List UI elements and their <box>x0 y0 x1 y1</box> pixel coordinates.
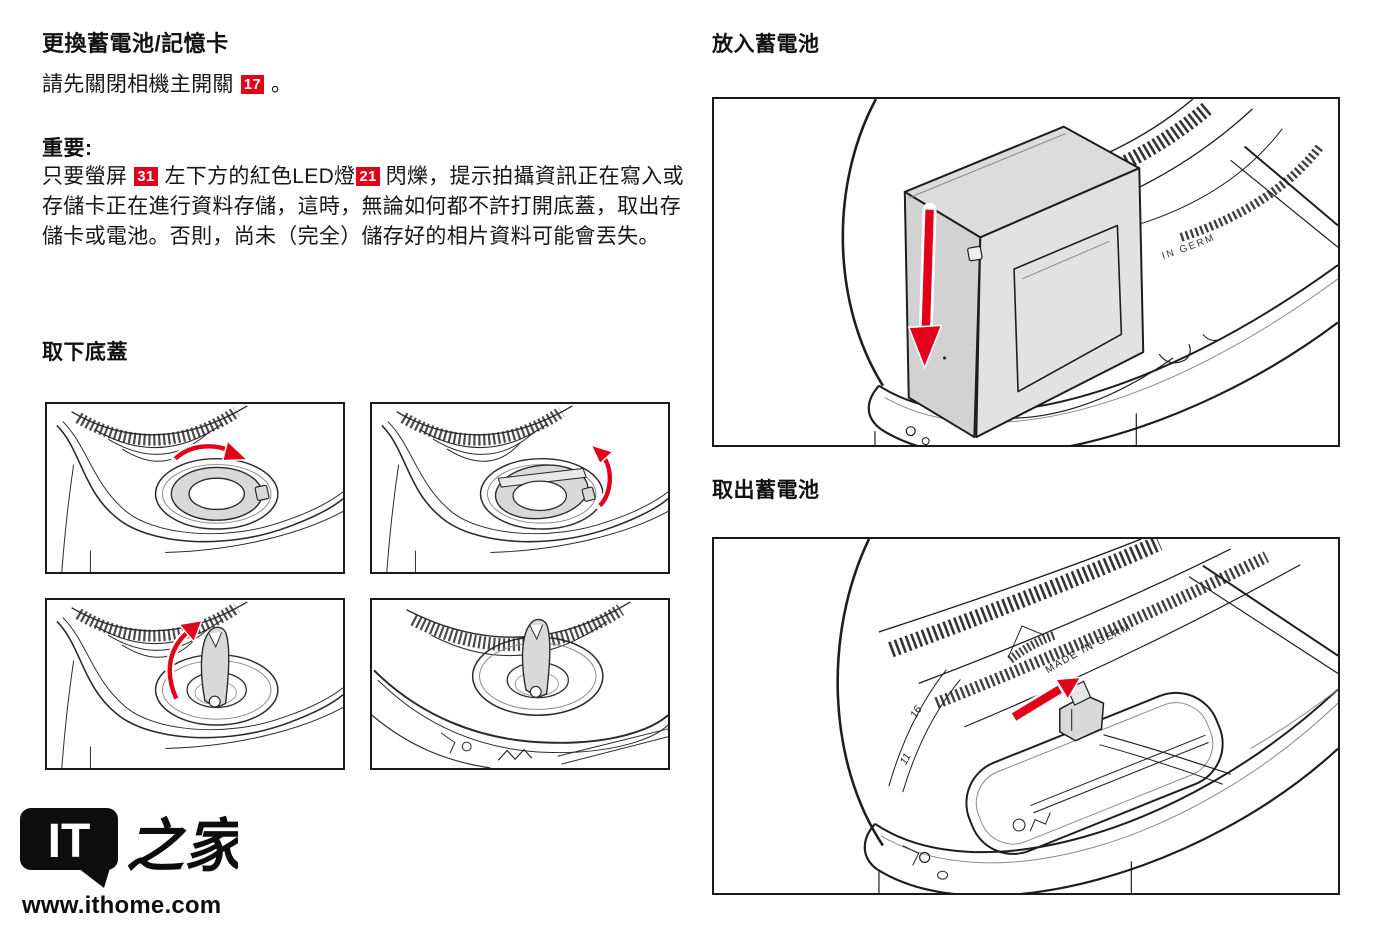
logo-it-text: IT <box>48 815 91 868</box>
remove-battery-illustration: MADE IN GERM 16 11 <box>712 537 1340 895</box>
it-bubble-icon: IT <box>20 808 118 888</box>
illustration-remove-cover-step2 <box>370 402 670 574</box>
important-seg2: 左下方的紅色LED燈 <box>164 165 356 188</box>
insert-battery-heading: 放入蓄電池 <box>712 33 820 56</box>
important-heading: 重要: <box>42 137 93 160</box>
svg-text:IN GERM: IN GERM <box>1161 232 1218 262</box>
remove-cover-heading: 取下底蓋 <box>42 341 128 364</box>
intro-text-post: 。 <box>271 73 293 96</box>
intro-text-pre: 請先關閉相機主開關 <box>42 73 234 96</box>
lens-engraving-text: IN GERM <box>1161 232 1216 262</box>
lift-lever <box>521 618 551 699</box>
ithome-logo: IT 之家 <box>18 804 250 890</box>
page-title: 更換蓄電池/記憶卡 <box>42 31 229 56</box>
ithome-logo-graphic: IT 之家 <box>20 808 250 888</box>
camera-bottom-step2 <box>372 404 668 572</box>
lift-lever <box>200 626 230 709</box>
rotate-arrow-icon <box>170 439 250 464</box>
illustration-remove-cover-step3 <box>45 598 345 770</box>
camera-bottom-step1 <box>47 404 343 572</box>
site-url: www.ithome.com <box>22 892 222 919</box>
ref-badge-21: 21 <box>356 167 380 186</box>
illustration-remove-cover-step4 <box>370 598 670 770</box>
ref-badge-17: 17 <box>240 75 264 94</box>
insert-battery-illustration: IN GERM <box>712 97 1340 447</box>
battery-graphic <box>903 125 1145 439</box>
important-seg1: 只要螢屏 <box>42 165 128 188</box>
svg-text:MADE IN GERM: MADE IN GERM <box>1044 622 1134 676</box>
camera-bottom-step4 <box>372 601 668 768</box>
aperture-mark-11: 11 <box>898 751 914 767</box>
lens-engraving-text: MADE IN GERM <box>1044 622 1132 676</box>
intro-line: 請先關閉相機主開關 17 。 <box>42 70 292 100</box>
camera-bottom-step3 <box>47 600 343 768</box>
insert-battery-drawing: IN GERM <box>841 99 1338 445</box>
illustration-remove-cover-step1 <box>45 402 345 574</box>
remove-battery-drawing: MADE IN GERM 16 11 <box>836 539 1338 893</box>
remove-arrow-icon <box>1007 676 1083 724</box>
lift-arrow-icon <box>165 619 204 704</box>
ref-badge-31: 31 <box>134 167 158 186</box>
remove-cover-steps <box>45 402 670 770</box>
rotate-arrow-icon <box>589 443 615 510</box>
insert-arrow-icon <box>907 202 943 370</box>
logo-script-text: 之家 <box>126 814 238 879</box>
important-seg3: 閃爍，提示拍攝資訊正在寫入或存儲卡正在進行資料存儲，這時，無論如何都不許打開底蓋… <box>42 165 684 248</box>
remove-battery-heading: 取出蓄電池 <box>712 479 820 502</box>
